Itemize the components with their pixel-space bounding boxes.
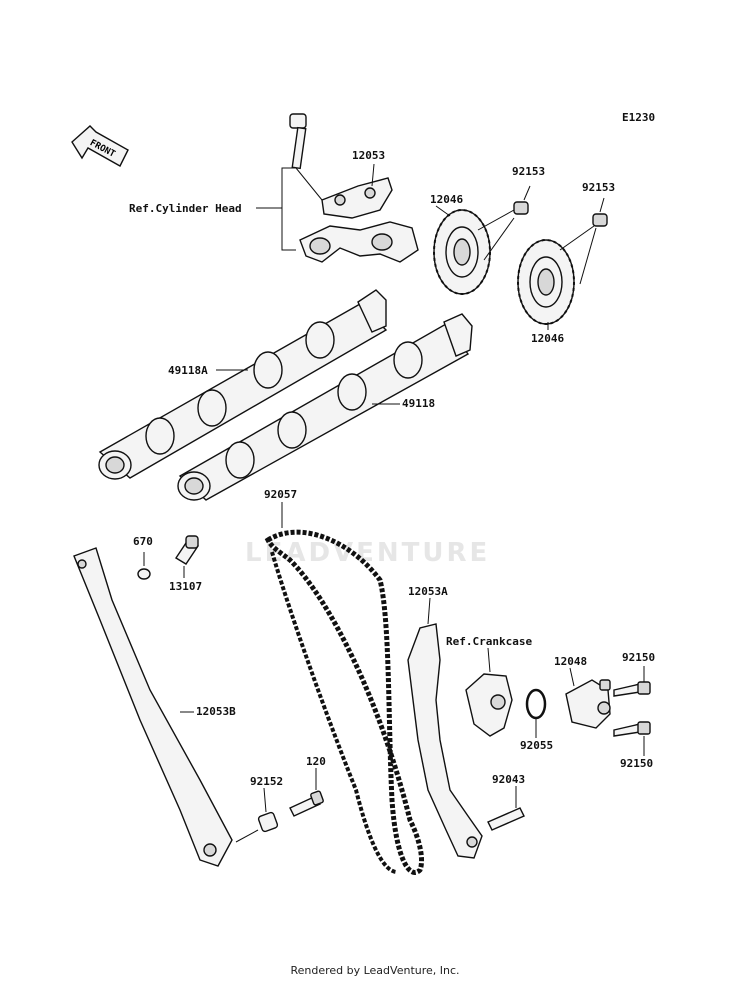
sprocket-bolt-92153-a[interactable] (513, 201, 529, 215)
part-label-13107[interactable]: 13107 (169, 580, 203, 593)
collar-92152[interactable] (257, 811, 279, 833)
pin-92043[interactable] (487, 807, 525, 831)
part-label-670[interactable]: 670 (133, 535, 153, 548)
part-label-92043[interactable]: 92043 (492, 773, 526, 786)
part-label-12046-top[interactable]: 12046 (430, 193, 464, 206)
part-label-92152[interactable]: 92152 (250, 775, 284, 788)
camshaft-cap-lower (299, 221, 419, 263)
part-label-92057[interactable]: 92057 (264, 488, 298, 501)
front-arrow-icon: FRONT (71, 125, 129, 167)
cylinder-head-bolt (289, 113, 307, 170)
tensioner-12048[interactable] (565, 679, 611, 729)
guide-bolt-13107[interactable] (175, 535, 199, 565)
part-label-12048[interactable]: 12048 (554, 655, 588, 668)
camshaft-49118[interactable] (177, 313, 473, 501)
o-ring-670[interactable] (137, 568, 151, 580)
footer-credit: Rendered by LeadVenture, Inc. (290, 964, 460, 977)
part-label-12046-bottom[interactable]: 12046 (531, 332, 565, 345)
part-label-92153-a[interactable]: 92153 (512, 165, 546, 178)
part-label-92153-b[interactable]: 92153 (582, 181, 616, 194)
ref-crankcase-label: Ref.Crankcase (446, 635, 533, 648)
part-label-92055[interactable]: 92055 (520, 739, 554, 752)
part-label-120[interactable]: 120 (306, 755, 326, 768)
part-label-92150-a[interactable]: 92150 (622, 651, 656, 664)
bolt-92150-upper[interactable] (613, 681, 651, 697)
crankcase-mount (465, 673, 513, 737)
part-label-12053B[interactable]: 12053B (196, 705, 236, 718)
watermark: LEADVENTURE (245, 538, 491, 568)
o-ring-92055[interactable] (525, 688, 547, 720)
chain-guide-12053B[interactable] (73, 547, 233, 867)
bolt-120[interactable] (289, 790, 324, 817)
camshaft-cap-12053[interactable] (321, 177, 393, 219)
cam-sprocket-12046-bottom[interactable] (517, 239, 575, 325)
bolt-92150-lower[interactable] (613, 721, 651, 737)
sprocket-bolt-92153-b[interactable] (592, 213, 608, 227)
diagram-code: E1230 (622, 111, 656, 124)
part-label-12053A[interactable]: 12053A (408, 585, 448, 598)
tensioner-guide-12053A[interactable] (407, 623, 483, 859)
part-label-12053[interactable]: 12053 (352, 149, 386, 162)
cam-sprocket-12046-top[interactable] (433, 209, 491, 295)
part-label-49118A[interactable]: 49118A (168, 364, 208, 377)
camshaft-49118A[interactable] (98, 289, 388, 480)
part-label-92150-b[interactable]: 92150 (620, 757, 654, 770)
ref-cylinder-head-label: Ref.Cylinder Head (129, 202, 242, 215)
part-label-49118[interactable]: 49118 (402, 397, 436, 410)
cam-chain-92057[interactable] (264, 529, 425, 875)
